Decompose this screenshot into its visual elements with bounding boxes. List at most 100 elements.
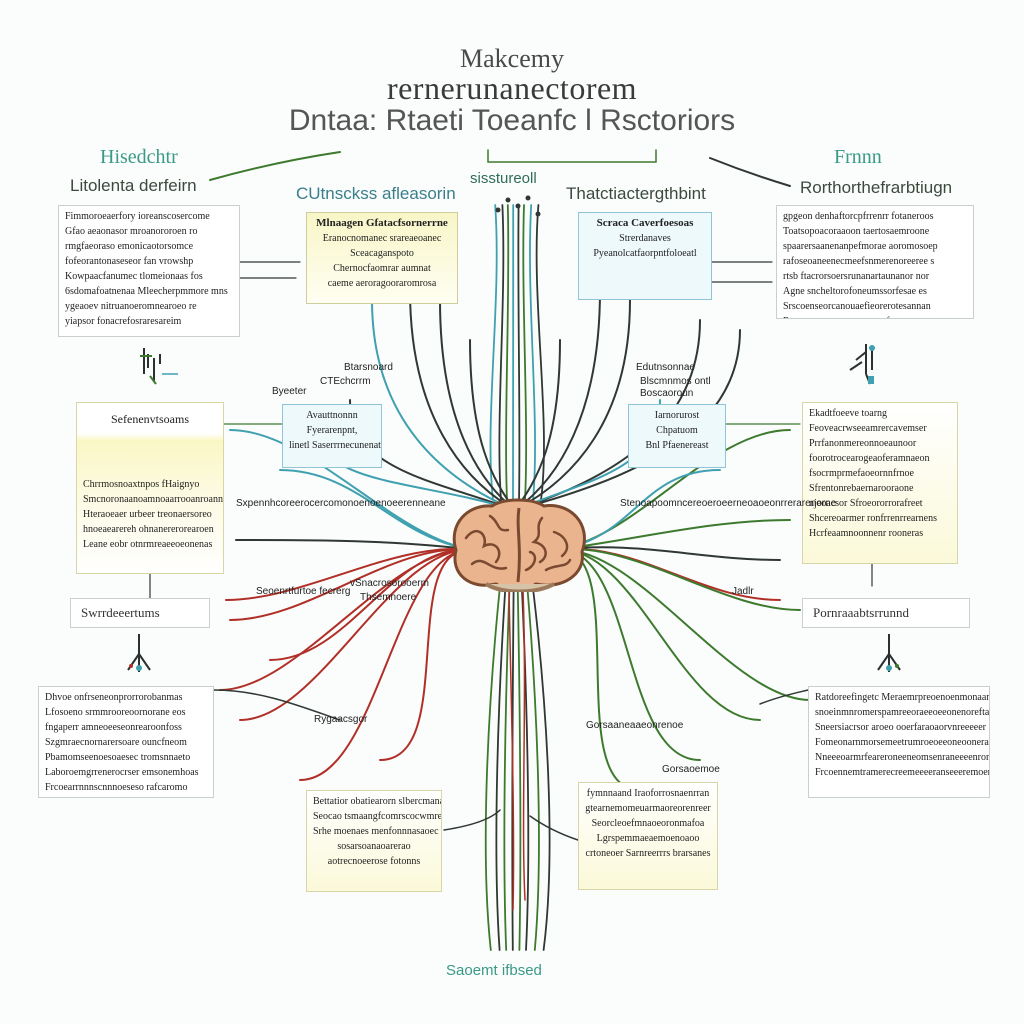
box-line: foorotrocearogeaoferamnaeon (809, 453, 930, 464)
box-line: Seocao tsmaangfcomrscocwmrecarem (313, 811, 442, 822)
wire-trunk-up (505, 204, 510, 501)
box-line: Ratdoreefingetc Meraemrpreoenoenmonaanae… (815, 692, 990, 703)
panel-left-mid-header: Sefenenvtsoams (111, 412, 189, 426)
box-line: Pbamomseenoesoaesec tromsnnaeto (45, 752, 191, 763)
heading-top-right-sub: Rorthorthefrarbtiugn (800, 178, 953, 197)
box-line: ygeaoev nitruanoeromnearoeo re (65, 301, 197, 312)
heading-upper-center: sisstureoll (470, 170, 537, 187)
heading-top-right: Frnnn (834, 146, 882, 168)
wire-branch-up (371, 299, 516, 511)
box-line: Pyeanolcatfaorpntfoloeatl (593, 248, 697, 259)
box-line: njeoacsor Sfroeororrorafreet (809, 498, 923, 509)
wire-end-dot (535, 211, 541, 217)
wire-branch-up (514, 289, 601, 511)
box-line: 6sdomafoatnenaa Mleecherpmmore mns (65, 286, 228, 297)
heading-bottom-center: Saoemt ifbsed (446, 962, 542, 979)
box-line: Frcoearrnnnscnnnoeseso rafcaromo (45, 782, 188, 793)
text-panel-left-mid: Sefenenvtsoams Chrrmosnoaxtnpos fHaignyo… (76, 402, 224, 574)
wire-branch-up (409, 289, 516, 511)
wire-trunk-down (516, 589, 522, 951)
heading-upper-mid-left: CUtnsckss afleasorin (296, 184, 456, 203)
box-line: Frcoennemtramerecreemeeeeranseeeremoenee… (815, 767, 989, 778)
wire-label-left-2: Byeeter (272, 386, 307, 397)
pointer-top-right (709, 157, 791, 187)
wire-trunk-up (529, 204, 536, 501)
box-line: Kowpaacfanumec tlomeionaas fos (65, 271, 203, 282)
box-line: Lfosoeno srmmrooreoornorane eos (45, 707, 186, 718)
wire-label-right-2: Blscmnmos ontl (640, 376, 711, 387)
wire-branch-up (439, 299, 516, 511)
box-line: Feoveacrwseeamrercavemser (809, 423, 927, 434)
wire-trunk-down (484, 589, 501, 951)
wire-branch-left (229, 548, 476, 621)
wire-branch-up (469, 339, 516, 511)
wire-trunk-up (535, 204, 545, 501)
wire-trunk-up (511, 204, 515, 501)
box-line: Hcrfeaamnoonnenr rooneras (809, 528, 924, 539)
pointer-top-center (487, 149, 657, 163)
box-line: Roogaeeoaoeonoosrrcanofanosmese (783, 314, 967, 318)
box-line: Fomeonarnmorsemeetrumroeoeeoneoonerasoat… (815, 737, 990, 748)
brain-icon (452, 498, 586, 592)
box-line: Agne sncheltorofoneumssorfesae es (783, 286, 927, 297)
wire-label-right-6: Gorsaoemoe (662, 764, 720, 775)
box-line: Fimmoroeaerfory ioreanscosercome (65, 211, 210, 222)
wire-branch-right (554, 548, 811, 701)
box-line: yiapsor fonacrefosraresareim (65, 316, 182, 327)
box-line: fymnnaand Iraoforrosnaenrran (586, 788, 710, 799)
label-bar-left: Swrrdeeertums (70, 598, 210, 628)
box-line: Ekadtfoeeve toarng (809, 408, 888, 419)
box-line: Lgrspemmaeaemoenoaoo (596, 833, 700, 844)
box-line: Toatsopoacoraaoon taertosaemroone (783, 226, 930, 237)
box-line: Strerdanaves (619, 233, 671, 244)
box-line: aotrecnoeerose fotonns (327, 856, 421, 867)
box-header: Scraca Caverfoesoas (596, 217, 694, 229)
box-line: fofeorantonaseseor fan vrowshp (65, 256, 194, 267)
wire-label-right-4: Jadlr (732, 586, 754, 597)
box-line: Szgmraecnornarersoare ouncfneom (45, 737, 187, 748)
connector-pin-icon (140, 348, 178, 385)
box-line: caeme aeroragooraromrosa (327, 278, 437, 289)
box-line: Avauttnonnn (306, 410, 358, 421)
wire-trunk-down (522, 589, 526, 901)
pointer-top-left (209, 151, 341, 181)
box-line: Sneersiacrsor aroeo ooerfaraoaorvnreeeee… (815, 722, 987, 733)
box-line: linetl Saserrrnecunenat (289, 440, 381, 451)
wire-end-dot (495, 207, 501, 213)
box-line: Bettatior obatiearorn slbercmanac (313, 796, 442, 807)
text-box-right-bottom: Ratdoreefingetc Meraemrpreoenoenmonaanae… (808, 686, 990, 798)
box-line: Chernocfaomrar aumnat (333, 263, 431, 274)
wire-trunk-down (526, 589, 540, 951)
box-line: Shcereoarmer ronfrrenrrearnens (809, 513, 937, 524)
wire-end-dot (525, 195, 531, 201)
wire-label-left-5: Thsemnoere (360, 592, 417, 603)
box-line: Eranocnomanec srareaeoanec (322, 233, 442, 244)
wire-label-left-6: Rygaacsgor (314, 714, 368, 725)
box-line: sosarsoanaoarerao (337, 841, 411, 852)
wire-trunk-up (517, 204, 521, 501)
wire-trunk-down (495, 589, 507, 951)
connector-bottom-right (529, 815, 579, 841)
wire-branch-left (269, 548, 476, 661)
box-line: Iarnorurost (654, 410, 700, 421)
wire-branch-left (229, 429, 476, 551)
wire-trunk-down (532, 589, 551, 951)
wire-branch-left (379, 548, 476, 761)
wire-branch-right (554, 548, 761, 721)
wire-branch-left (239, 548, 476, 721)
box-line: gpgeon denhaftorcpfrrenrr fotaneroos (783, 211, 934, 222)
box-line: rafoseoaneenecmeefsnmerenoreeree s (783, 256, 935, 267)
box-line: Leane eobr otnrmreaeeoeonenas (83, 539, 213, 550)
box-header: Mlnaagen Gfatacfsornerrne (316, 217, 448, 229)
wire-end-dot (515, 203, 521, 209)
label-bar-right: Pornraaabtsrrunnd (802, 598, 970, 628)
wire-branch-left (219, 548, 476, 691)
wire-label-right-1: Edutnsonnae (636, 362, 695, 373)
wire-branch-up (514, 299, 631, 511)
box-line: Prrfanonmereonnoeaunoor (809, 438, 917, 449)
